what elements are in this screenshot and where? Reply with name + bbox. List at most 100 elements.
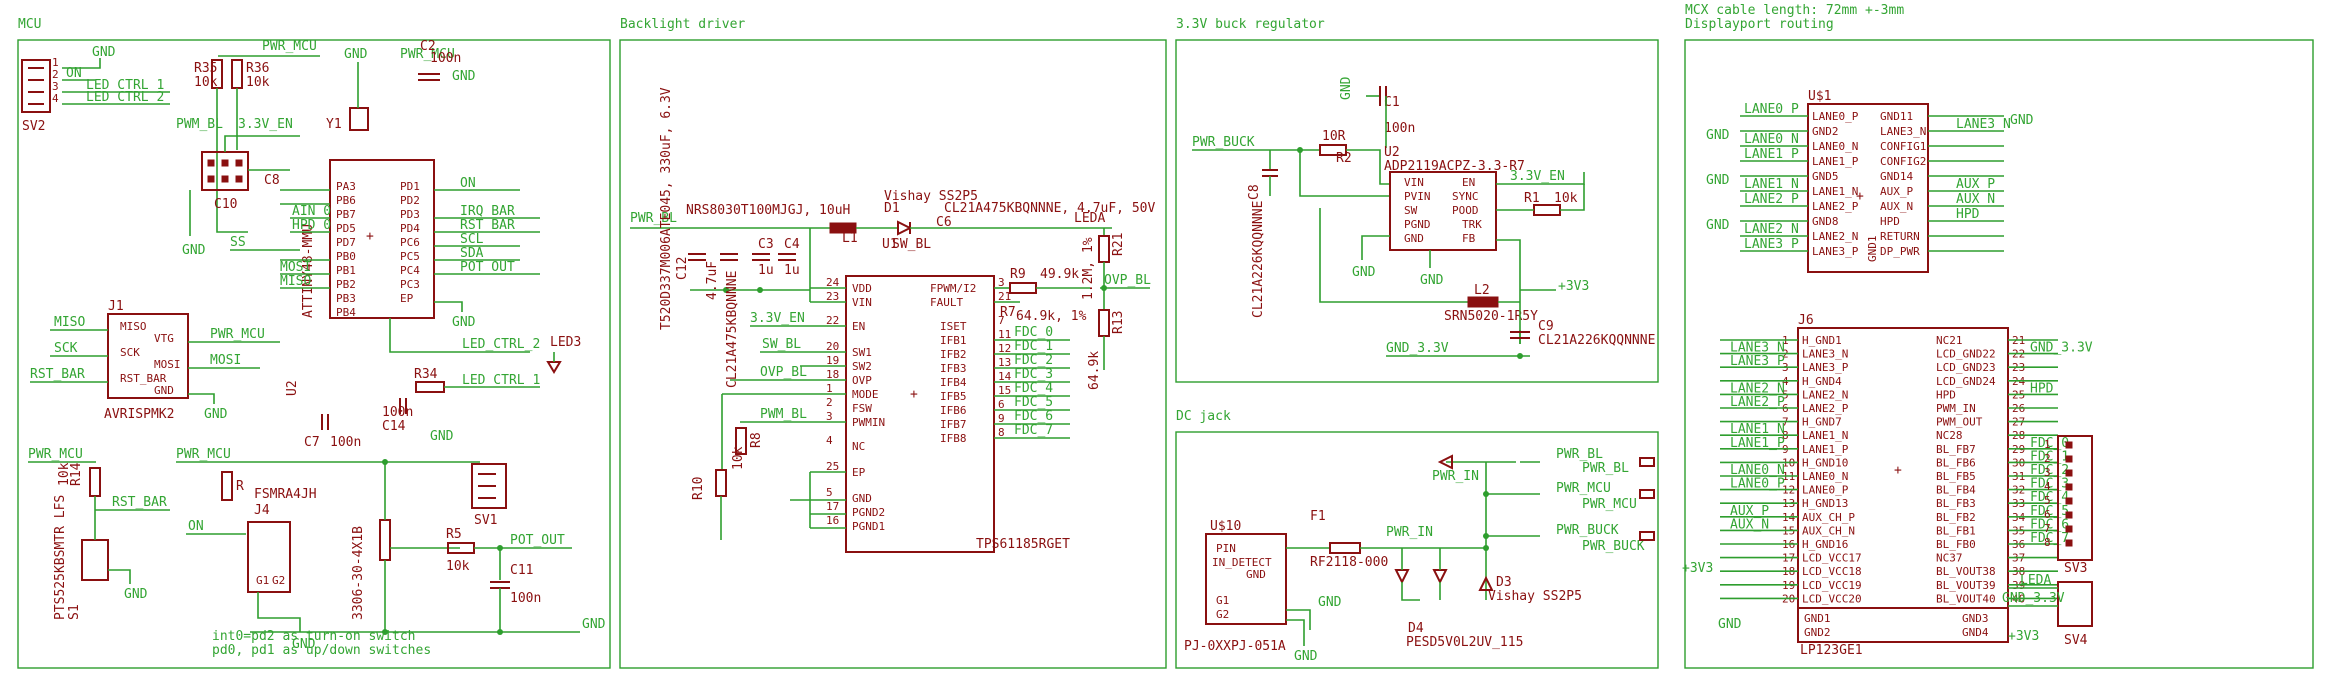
j6-net-left: LANE3_N [1730, 341, 1785, 356]
svg-text:R14: R14 [69, 462, 84, 486]
svg-text:100n: 100n [1384, 121, 1415, 136]
s1-switch [81, 539, 109, 581]
gnd-symbol: GND [1706, 218, 1730, 233]
svg-text:3: 3 [52, 80, 59, 93]
svg-text:PD5: PD5 [336, 222, 356, 235]
svg-text:LEDA: LEDA [2020, 573, 2051, 588]
svg-text:C3: C3 [758, 237, 774, 252]
j6-pin-right: LCD_GND22 [1936, 348, 1996, 361]
u1-pin-right: CONFIG1 [1880, 140, 1926, 153]
j6-pin-left: LCD_VCC20 [1802, 592, 1862, 605]
svg-text:SV1: SV1 [474, 513, 497, 528]
svg-text:SRN5020-1R5Y: SRN5020-1R5Y [1444, 309, 1538, 324]
section-title-dcjack: DC jack [1176, 409, 1231, 424]
u1-net-left: LANE1_P [1744, 147, 1799, 162]
svg-text:EP: EP [400, 292, 414, 305]
svg-text:IFB4: IFB4 [940, 376, 967, 389]
svg-text:PB6: PB6 [336, 194, 356, 207]
svg-text:TPS61185RGET: TPS61185RGET [976, 537, 1070, 552]
svg-text:PB4: PB4 [336, 306, 356, 319]
svg-text:10k: 10k [446, 559, 470, 574]
svg-text:G1: G1 [1216, 594, 1229, 607]
sv3-pin-num: 1 [2044, 438, 2051, 451]
svg-text:R35: R35 [194, 61, 217, 76]
svg-text:AVRISPMK2: AVRISPMK2 [104, 407, 174, 422]
j6-net-right: FDC_0 [2030, 436, 2069, 451]
svg-text:1.2M, 1%: 1.2M, 1% [1081, 237, 1096, 300]
svg-text:FDC_5: FDC_5 [1014, 395, 1053, 410]
frame-backlight [619, 39, 1167, 669]
gnd-symbol: GND [2010, 113, 2034, 128]
j6-pin-right: BL_FB5 [1936, 470, 1976, 483]
svg-text:FDC_4: FDC_4 [1014, 381, 1053, 396]
u10-dc-jack [1205, 533, 1287, 625]
section-title-dp: Displayport routing [1685, 17, 1834, 32]
svg-text:PB3: PB3 [336, 292, 356, 305]
svg-text:3.3V_EN: 3.3V_EN [1510, 169, 1565, 184]
mcu-note-1: int0=pd2 as turn-on switch [212, 629, 416, 644]
svg-text:ISET: ISET [940, 320, 967, 333]
svg-text:PESD5V0L2UV_115: PESD5V0L2UV_115 [1406, 635, 1523, 650]
svg-text:PWM_BL: PWM_BL [760, 407, 807, 422]
backlight-section: PWR_BL NRS8030T100MJGJ, 10uH L1 Vishay S… [630, 87, 1155, 553]
gnd-symbol: GND [1706, 128, 1730, 143]
j6-pin-right: NC28 [1936, 429, 1963, 442]
svg-text:EN: EN [1462, 176, 1475, 189]
svg-text:PC5: PC5 [400, 250, 420, 263]
u1-pin-right: AUX_N [1880, 200, 1913, 213]
svg-text:PWR_BL: PWR_BL [630, 211, 677, 226]
tps-right-numbers: 3 21 7 11 12 13 14 15 6 9 8 [998, 276, 1012, 439]
sv1-connector [471, 463, 507, 509]
u1-pin-right: DP_PWR [1880, 245, 1920, 258]
svg-text:LEDA: LEDA [1074, 211, 1105, 226]
u1-pin-left: GND5 [1812, 170, 1839, 183]
svg-text:D3: D3 [1496, 575, 1512, 590]
svg-text:IFB1: IFB1 [940, 334, 967, 347]
svg-text:FSMRA4JH: FSMRA4JH [254, 487, 317, 502]
svg-text:GND1: GND1 [1866, 236, 1879, 263]
svg-text:4: 4 [826, 434, 833, 447]
j6-net-left: LANE1_N [1730, 422, 1785, 437]
svg-text:CL21A475KBQNNNE, 4.7uF, 50V: CL21A475KBQNNNE, 4.7uF, 50V [944, 201, 1155, 216]
j6-net-right: FDC_5 [2030, 504, 2069, 519]
svg-text:G2: G2 [272, 574, 285, 587]
j6-pin-right: PWM_IN [1936, 402, 1976, 415]
svg-text:C6: C6 [936, 215, 952, 230]
svg-text:RST_BAR: RST_BAR [112, 495, 167, 510]
svg-text:SW: SW [1404, 204, 1418, 217]
sv3-connector [2057, 435, 2093, 561]
svg-text:C14: C14 [382, 419, 406, 434]
svg-text:MISO: MISO [54, 315, 85, 330]
svg-text:+3V3: +3V3 [1558, 279, 1589, 294]
u1-pin-right: LANE3_N [1880, 125, 1926, 138]
svg-text:Y1: Y1 [326, 117, 342, 132]
svg-text:PWR_BL: PWR_BL [1556, 447, 1603, 462]
svg-text:PC4: PC4 [400, 264, 420, 277]
svg-text:PWR_MCU: PWR_MCU [400, 47, 455, 62]
u1-dp-connector [1807, 103, 1929, 273]
svg-text:RST_BAR: RST_BAR [460, 218, 515, 233]
svg-text:SYNC: SYNC [1452, 190, 1479, 203]
svg-text:GND1: GND1 [1804, 612, 1831, 625]
attiny-right-pins: PD1 PD2 PD3 PD4 PC6 PC5 PC4 PC3 EP [400, 180, 420, 305]
u1-pin-left: GND8 [1812, 215, 1839, 228]
svg-text:HPD_0: HPD_0 [292, 218, 331, 233]
svg-text:GND: GND [452, 315, 476, 330]
attiny-left-pins: PA3 PB6 PB7 PD5 PD7 PB0 PB1 PB2 PB3 PB4 [336, 180, 356, 319]
u1-pin-right: RETURN [1880, 230, 1920, 243]
svg-text:EN: EN [852, 320, 865, 333]
sv2-ref: SV2 [22, 119, 45, 134]
svg-text:100n: 100n [330, 435, 361, 450]
svg-text:GND: GND [92, 45, 116, 60]
frame-dcjack [1175, 431, 1659, 669]
svg-text:GND: GND [1352, 265, 1376, 280]
u1-net-right: AUX_N [1956, 192, 1995, 207]
svg-text:TRK: TRK [1462, 218, 1482, 231]
svg-text:RST_BAR: RST_BAR [120, 372, 167, 385]
svg-text:17: 17 [826, 500, 839, 513]
svg-text:FDC_1: FDC_1 [1014, 339, 1053, 354]
svg-text:25: 25 [826, 460, 839, 473]
svg-text:MISO: MISO [120, 320, 147, 333]
attiny-right-nets: ON IRQ_BAR RST_BAR SCL SDA POT_OUT GND [434, 176, 540, 330]
svg-text:RST_BAR: RST_BAR [30, 367, 85, 382]
